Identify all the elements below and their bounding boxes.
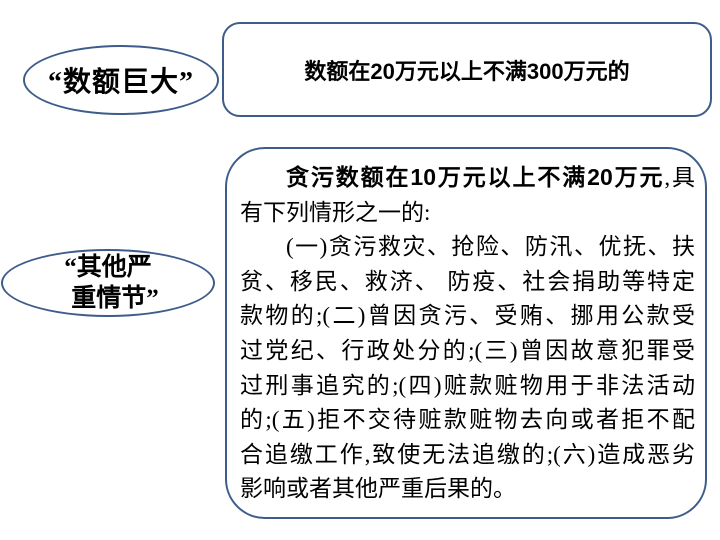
text-segment: 300 xyxy=(526,58,564,84)
definition-box-other-serious: 贪污数额在10万元以上不满20万元,具有下列情形之一的: (一)贪污救灾、抢险、防… xyxy=(225,147,707,519)
text-line: 有下列情形之一的: xyxy=(240,196,695,231)
text-segment: 有下列情形之一的: xyxy=(240,199,431,225)
callout-ellipse-other-serious: “其他严 重情节” xyxy=(1,249,215,317)
text-segment: 10 xyxy=(410,164,436,190)
amount-huge-label: “数额巨大” xyxy=(47,67,194,98)
text-line: 影响或者其他严重后果的。 xyxy=(240,472,695,507)
text-line: 贪污数额在10万元以上不满20万元,具 xyxy=(240,160,695,196)
text-line: 款物的;(二)曾因贪污、受贿、挪用公款受 xyxy=(240,299,695,334)
text-segment: 的;(五)拒不交待赃款赃物去向或者拒不配 xyxy=(240,407,695,433)
text-segment: 合追缴工作,致使无法追缴的;(六)造成恶劣 xyxy=(240,441,695,467)
text-line: 过党纪、行政处分的;(三)曾因故意犯罪受 xyxy=(240,334,695,369)
text-segment: 万元的 xyxy=(563,58,630,84)
text-segment: (一)贪污救灾、抢险、防汛、优抚、扶 xyxy=(286,234,695,260)
text-segment: ,具 xyxy=(664,165,696,190)
other-serious-label-line1: “其他严 xyxy=(64,254,152,281)
text-segment: 20 xyxy=(370,58,395,84)
text-segment: 万元 xyxy=(612,165,665,190)
text-line: 过刑事追究的;(四)赃款赃物用于非法活动 xyxy=(240,369,695,404)
amount-huge-definition-text: 数额在20万元以上不满300万元的 xyxy=(304,54,629,86)
text-line: 的;(五)拒不交待赃款赃物去向或者拒不配 xyxy=(240,403,695,438)
definition-box-amount-huge: 数额在20万元以上不满300万元的 xyxy=(222,22,712,117)
text-segment: 影响或者其他严重后果的。 xyxy=(240,476,516,502)
text-segment: 万元以上不满 xyxy=(394,58,527,84)
text-segment: 款物的;(二)曾因贪污、受贿、挪用公款受 xyxy=(240,303,695,329)
other-serious-label-line2: 重情节” xyxy=(71,285,159,312)
callout-ellipse-amount-huge: “数额巨大” xyxy=(23,45,219,115)
text-segment: 贪污数额在 xyxy=(286,165,411,190)
text-segment: 贫、移民、救济、 防疫、社会捐助等特定 xyxy=(240,268,695,294)
text-line: 合追缴工作,致使无法追缴的;(六)造成恶劣 xyxy=(240,438,695,473)
text-segment: 数额在 xyxy=(304,58,371,84)
text-segment: 20 xyxy=(587,164,613,190)
text-segment: 过刑事追究的;(四)赃款赃物用于非法活动 xyxy=(240,372,695,398)
text-line: 贫、移民、救济、 防疫、社会捐助等特定 xyxy=(240,265,695,300)
text-segment: 万元以上不满 xyxy=(436,165,588,190)
text-line: (一)贪污救灾、抢险、防汛、优抚、扶 xyxy=(240,230,695,265)
text-segment: 过党纪、行政处分的;(三)曾因故意犯罪受 xyxy=(240,337,695,363)
other-serious-definition-text: 贪污数额在10万元以上不满20万元,具有下列情形之一的: (一)贪污救灾、抢险、防… xyxy=(240,160,695,507)
